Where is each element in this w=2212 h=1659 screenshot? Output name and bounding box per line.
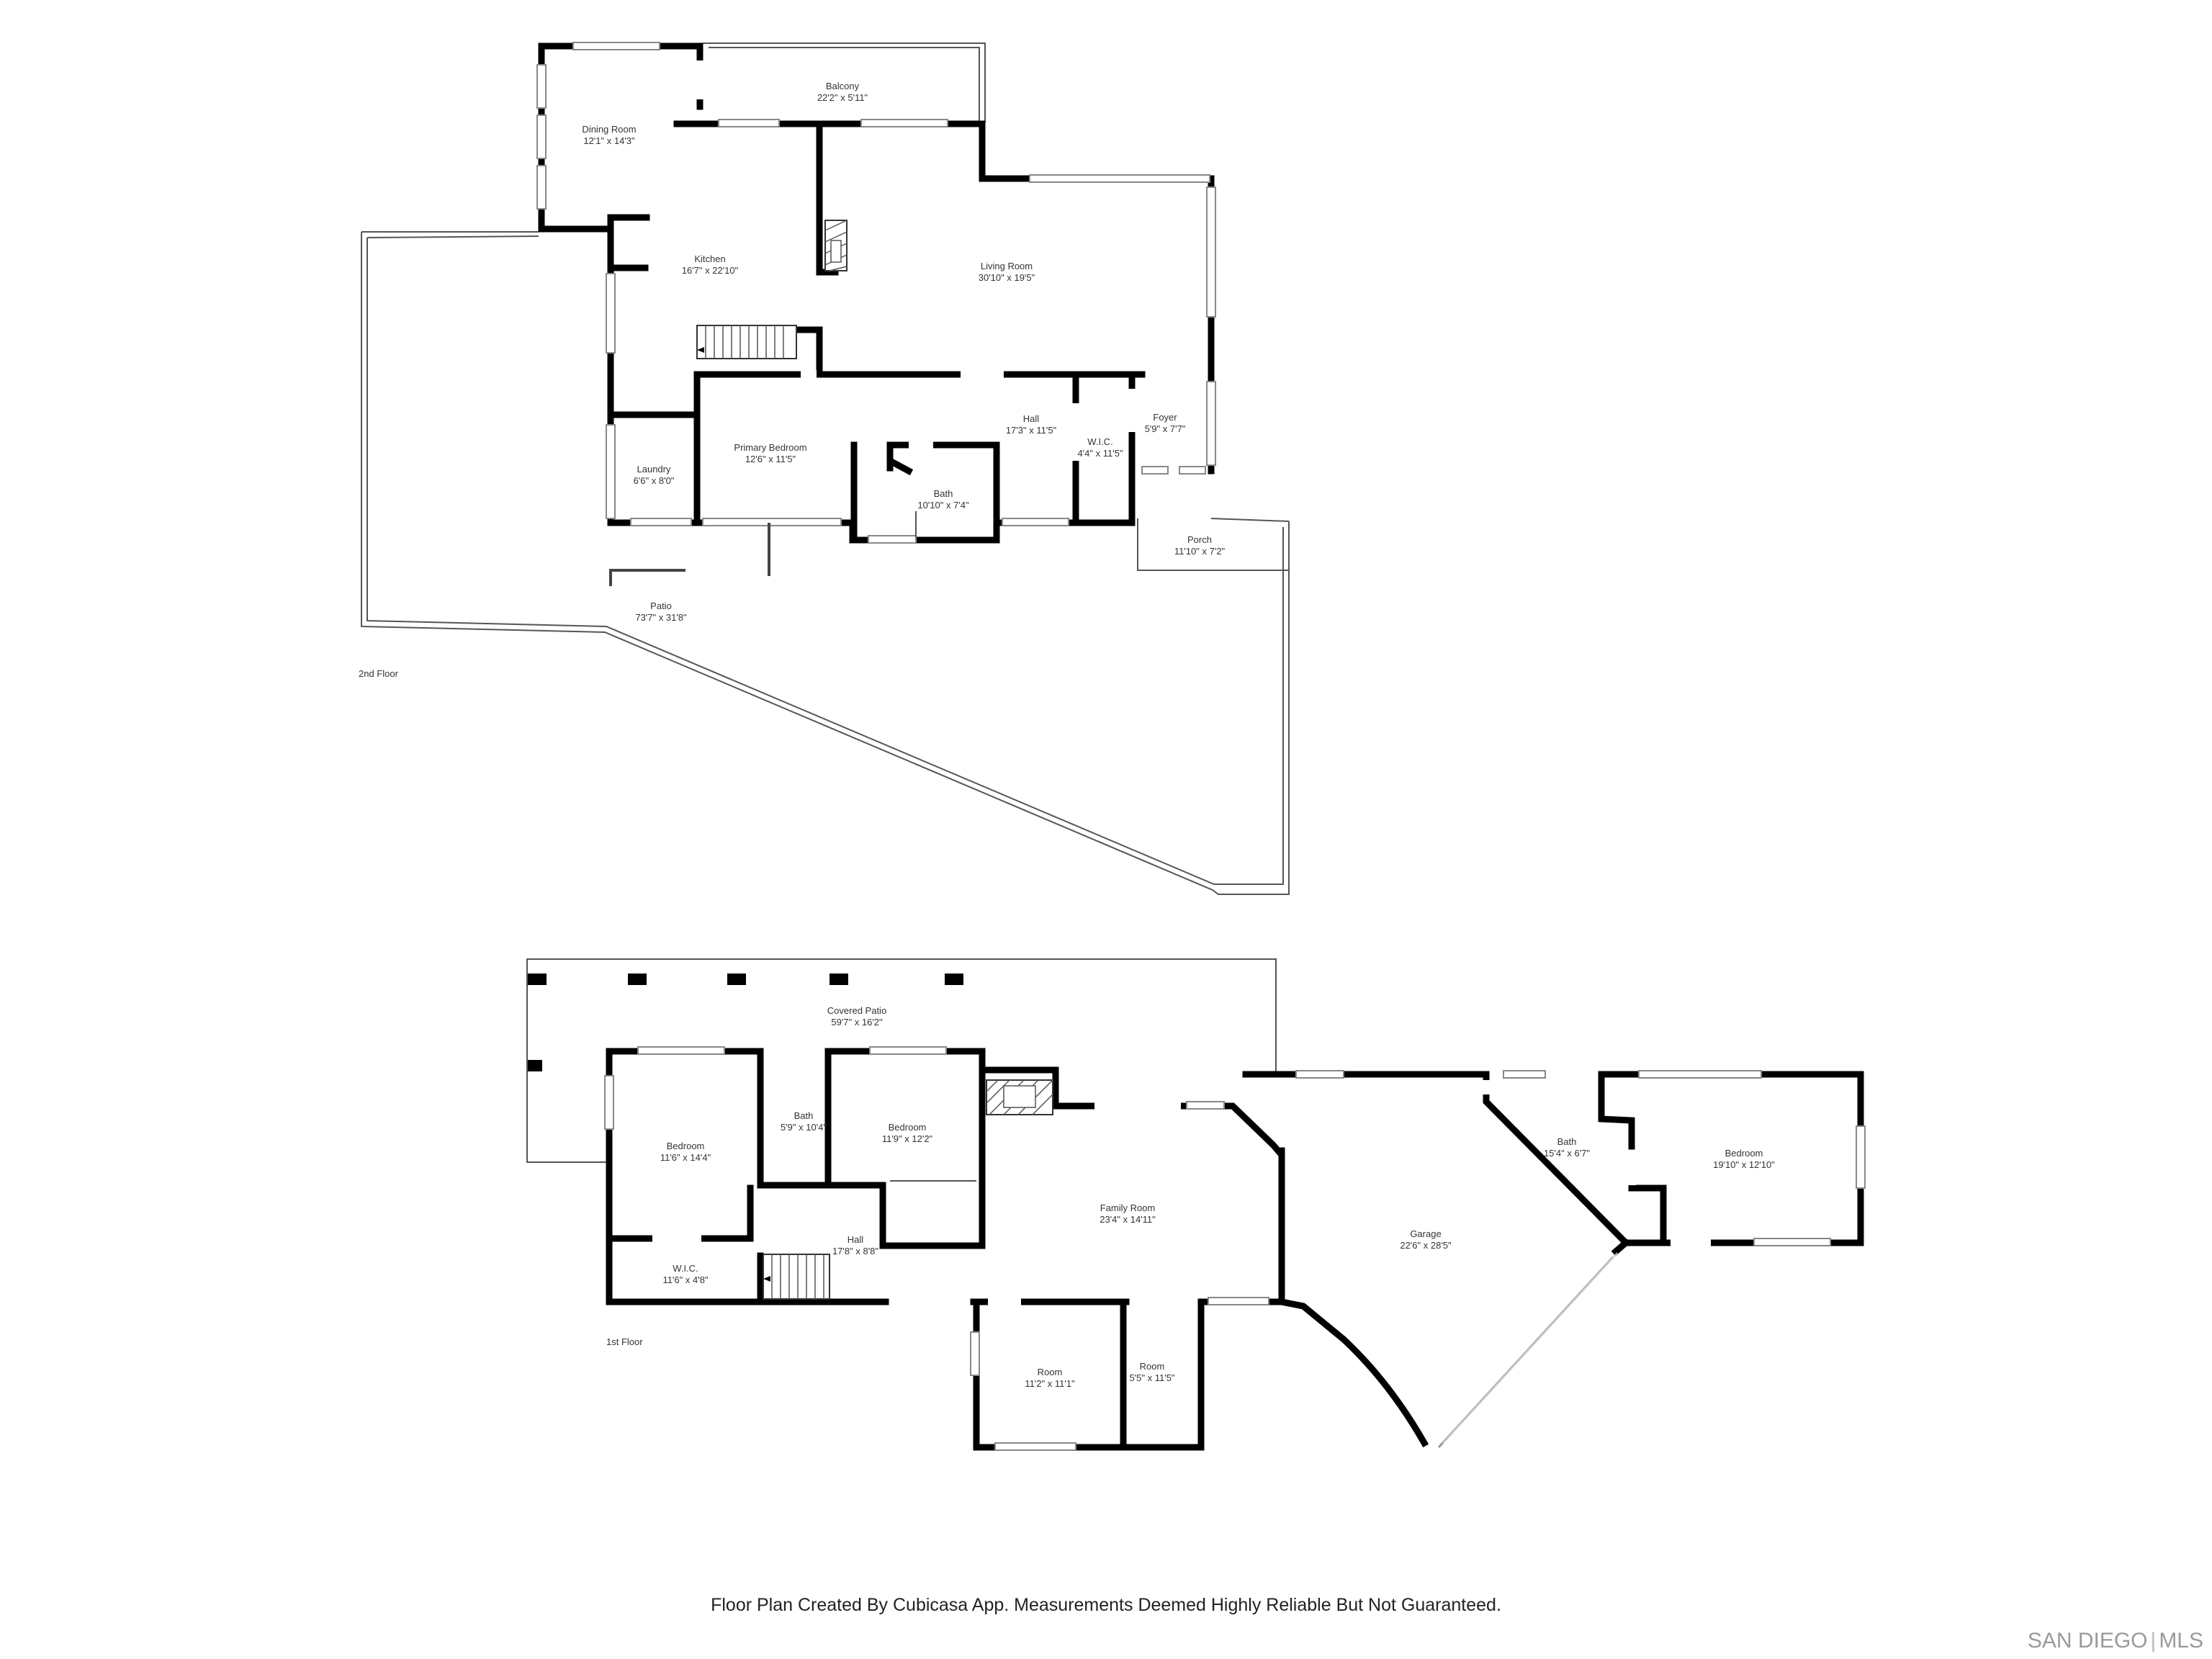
room-dims: 11'6" x 4'8" bbox=[662, 1274, 708, 1285]
disclaimer-text: Floor Plan Created By Cubicasa App. Meas… bbox=[711, 1595, 1501, 1615]
room-dims: 5'9" x 10'4" bbox=[781, 1122, 827, 1133]
brand-right: MLS bbox=[2159, 1629, 2203, 1653]
room-label: Bedroom bbox=[667, 1141, 705, 1151]
room-dims: 11'9" x 12'2" bbox=[882, 1133, 933, 1144]
room-dims: 19'10" x 12'10" bbox=[1713, 1159, 1775, 1170]
room-label: Patio bbox=[650, 601, 672, 611]
room-label: Laundry bbox=[637, 464, 671, 475]
floor-label: 2nd Floor bbox=[359, 668, 399, 679]
room-dims: 4'4" x 11'5" bbox=[1077, 448, 1123, 459]
room-label: Kitchen bbox=[694, 253, 725, 264]
room-label: Dining Room bbox=[582, 124, 636, 135]
room-dims: 22'6" x 28'5" bbox=[1400, 1240, 1452, 1251]
room-label: Room bbox=[1140, 1361, 1165, 1372]
room-label: Bath bbox=[934, 488, 953, 499]
room-dims: 22'2" x 5'11" bbox=[817, 92, 868, 103]
room-label: W.I.C. bbox=[673, 1263, 698, 1274]
room-label: Bath bbox=[1557, 1136, 1577, 1147]
first-floor-labels: Covered Patio 59'7" x 16'2" Bedroom 11'6… bbox=[606, 1005, 1775, 1389]
room-label: Room bbox=[1038, 1367, 1063, 1377]
room-dims: 6'6" x 8'0" bbox=[634, 475, 675, 486]
room-label: Balcony bbox=[826, 81, 860, 91]
room-dims: 10'10" x 7'4" bbox=[917, 500, 969, 511]
first-floor-plan: Covered Patio 59'7" x 16'2" Bedroom 11'6… bbox=[526, 958, 1866, 1451]
brand-logo: SAN DIEGO|MLS bbox=[2028, 1629, 2203, 1653]
floor-label: 1st Floor bbox=[606, 1336, 643, 1347]
fireplace-icon bbox=[986, 1079, 1053, 1115]
room-dims: 59'7" x 16'2" bbox=[831, 1017, 883, 1028]
balcony-outline bbox=[703, 42, 986, 122]
room-dims: 5'9" x 7'7" bbox=[1145, 423, 1186, 434]
room-dims: 11'2" x 11'1" bbox=[1025, 1378, 1075, 1389]
patio-outline-inner bbox=[367, 238, 1284, 885]
room-dims: 11'10" x 7'2" bbox=[1174, 546, 1226, 557]
room-label: W.I.C. bbox=[1087, 436, 1112, 447]
room-dims: 11'6" x 14'4" bbox=[660, 1152, 711, 1163]
room-dims: 15'4" x 6'7" bbox=[1544, 1148, 1590, 1159]
room-dims: 5'5" x 11'5" bbox=[1129, 1372, 1174, 1383]
room-dims: 16'7" x 22'10" bbox=[682, 265, 739, 276]
porch-outline bbox=[1137, 518, 1289, 571]
room-label: Primary Bedroom bbox=[734, 442, 806, 453]
room-dims: 12'1" x 14'3" bbox=[583, 135, 635, 146]
room-label: Family Room bbox=[1100, 1202, 1156, 1213]
room-dims: 73'7" x 31'8" bbox=[635, 612, 687, 623]
room-label: Bath bbox=[794, 1110, 814, 1121]
room-dims: 23'4" x 14'11" bbox=[1100, 1214, 1156, 1225]
room-dims: 17'3" x 11'5" bbox=[1006, 425, 1057, 436]
room-label: Living Room bbox=[981, 261, 1033, 271]
brand-separator: | bbox=[2150, 1629, 2157, 1653]
room-label: Covered Patio bbox=[827, 1005, 886, 1016]
first-floor-windows bbox=[604, 1046, 1866, 1451]
second-floor-labels: Balcony 22'2" x 5'11" Dining Room 12'1" … bbox=[359, 81, 1226, 679]
second-floor-plan: Balcony 22'2" x 5'11" Dining Room 12'1" … bbox=[359, 42, 1290, 895]
room-label: Bedroom bbox=[1725, 1148, 1763, 1159]
room-label: Hall bbox=[1023, 413, 1040, 424]
stairs-icon bbox=[696, 325, 797, 359]
room-label: Porch bbox=[1187, 534, 1212, 545]
second-floor-openings bbox=[696, 60, 1136, 537]
stairs-icon bbox=[763, 1254, 830, 1300]
room-label: Foyer bbox=[1153, 412, 1177, 423]
second-floor-windows bbox=[536, 42, 1216, 544]
room-label: Hall bbox=[848, 1234, 864, 1245]
room-label: Garage bbox=[1410, 1228, 1441, 1239]
room-dims: 17'8" x 8'8" bbox=[832, 1246, 878, 1256]
covered-patio-outline bbox=[526, 958, 1277, 1163]
room-dims: 30'10" x 19'5" bbox=[979, 272, 1035, 283]
room-dims: 12'6" x 11'5" bbox=[745, 454, 796, 464]
room-label: Bedroom bbox=[889, 1122, 927, 1133]
brand-left: SAN DIEGO bbox=[2027, 1629, 2148, 1653]
first-floor-openings bbox=[652, 1047, 1711, 1306]
fireplace-icon bbox=[824, 220, 848, 271]
patio-outline bbox=[361, 232, 1290, 895]
